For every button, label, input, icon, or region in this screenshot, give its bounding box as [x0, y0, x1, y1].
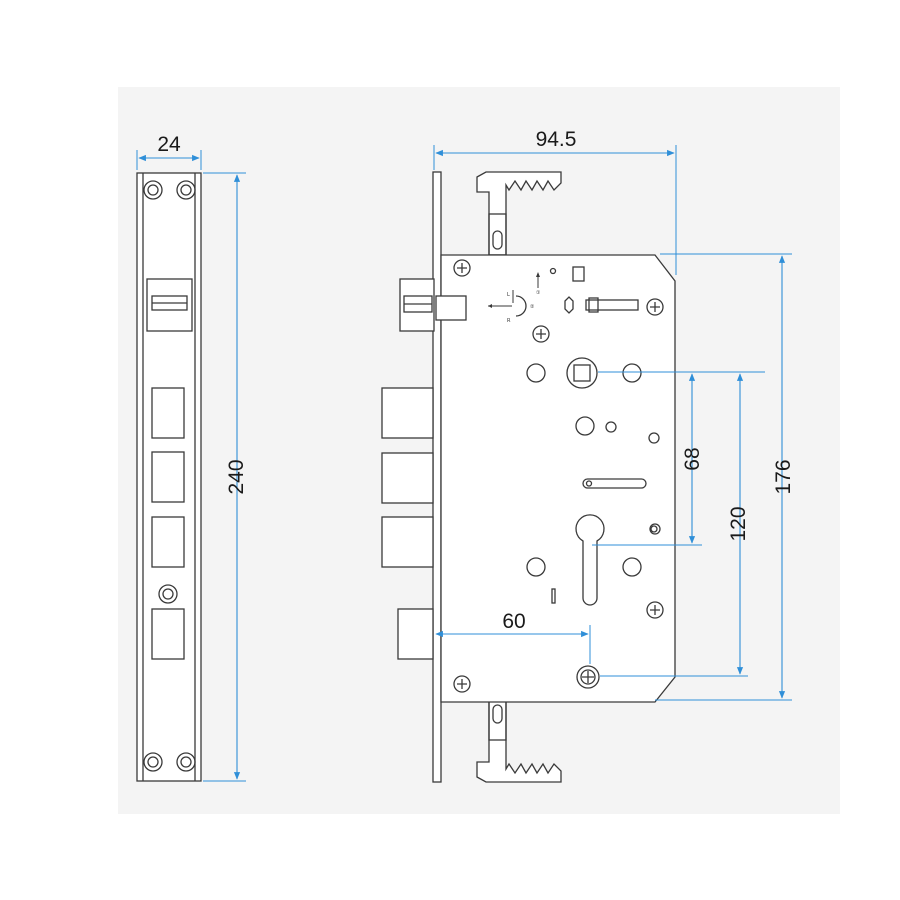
dimension-backset: 60: [435, 610, 591, 664]
dimension-overall-width-label: 94.5: [536, 128, 577, 151]
mounting-screw-icon: [453, 259, 664, 693]
latch-bolt: [399, 278, 467, 332]
spindle-hub: [566, 357, 598, 389]
cylinder-hole: [575, 514, 605, 606]
faceplate-latch-opening: [146, 278, 193, 332]
dimension-backset-label: 60: [502, 610, 525, 633]
dimension-faceplate-length-label: 240: [225, 459, 248, 494]
handing-right-mark: R: [507, 318, 511, 324]
guide-slot: [582, 478, 647, 489]
case-hole: [526, 363, 661, 604]
handing-direction-icon: L R ② ①: [488, 266, 639, 324]
dimension-case-height: 176: [655, 253, 795, 701]
fixing-screw-icon: [576, 665, 600, 689]
faceplate-deadbolt-slot: [151, 387, 185, 568]
dimension-faceplate-length: 240: [203, 172, 248, 782]
deadbolt: [381, 387, 434, 568]
faceplate-lower-opening: [151, 584, 185, 660]
dimension-faceplate-width-label: 24: [157, 133, 181, 156]
lock-body-view: L R ② ①: [381, 171, 676, 783]
faceplate-screw-hole: [143, 180, 196, 772]
auxiliary-bolt: [397, 608, 434, 660]
faceplate-view: [136, 172, 202, 782]
dimension-spindle-to-screw: 120: [600, 371, 765, 677]
top-hook: [476, 171, 562, 256]
handing-left-mark: L: [507, 292, 510, 298]
dimension-overall-width: 94.5: [433, 128, 677, 275]
dimension-spindle-to-cylinder: 68: [592, 371, 712, 546]
dimension-spindle-to-cylinder-label: 68: [681, 447, 704, 470]
dimension-case-height-label: 176: [772, 459, 795, 494]
dimension-faceplate-width: 24: [136, 133, 202, 170]
faceplate-outline: [136, 172, 202, 782]
handing-step-2: ②: [530, 304, 535, 310]
lock-case: [440, 254, 676, 703]
bottom-hook: [476, 698, 562, 783]
handing-step-1: ①: [536, 290, 541, 296]
faceplate-edge: [432, 171, 442, 783]
dimension-spindle-to-screw-label: 120: [727, 506, 750, 541]
